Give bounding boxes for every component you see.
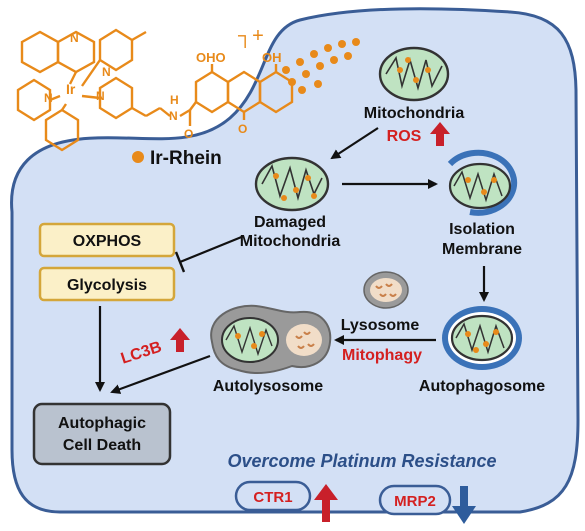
mrp2-down-arrow-icon <box>452 486 476 524</box>
ir-rhein-atom-labels: Ir N N N N H N O O OHO OH ┐+ <box>44 25 282 141</box>
iridium-label: Ir <box>66 81 76 97</box>
oxphos-label: OXPHOS <box>73 233 142 250</box>
oh-label-right: OH <box>262 50 282 65</box>
oh-label-left: OHO <box>196 50 226 65</box>
amide-n-label: N <box>169 109 178 123</box>
compound-name: Ir-Rhein <box>150 148 222 169</box>
rhein-ring-left <box>194 70 230 114</box>
cell-death-label-line1: Autophagic <box>58 415 146 432</box>
lysosome-label: Lysosome <box>341 317 420 334</box>
damaged-label-line2: Mitochondria <box>240 233 341 250</box>
ring-n-label-2: N <box>44 91 53 105</box>
arrow-ros-to-damaged <box>330 127 379 160</box>
pyridine-ring-upper <box>56 30 96 74</box>
arrow-autolysosome-to-death <box>110 354 211 394</box>
compound-uptake-dots <box>282 38 360 94</box>
inhibition-line <box>179 234 245 264</box>
ctr1-up-arrow-icon <box>314 484 338 522</box>
lysosome-structure <box>363 271 409 309</box>
mitochondrion-damaged <box>254 156 330 212</box>
footer-caption: Overcome Platinum Resistance <box>227 451 496 471</box>
mitochondrion-isolation-membrane <box>447 149 518 216</box>
glycolysis-label: Glycolysis <box>67 277 147 294</box>
ros-label: ROS <box>387 128 422 145</box>
autophagosome-structure <box>442 306 522 370</box>
isolation-label-line2: Membrane <box>442 241 522 258</box>
oxphos-box <box>38 222 176 258</box>
damaged-label-line1: Damaged <box>254 214 326 231</box>
amide-o-label: O <box>184 127 193 141</box>
bipyridine-ring-b <box>98 76 134 120</box>
pyridine-ring-lower <box>16 78 52 122</box>
cell-death-box <box>32 402 172 466</box>
ctr1-transporter <box>234 480 312 512</box>
ros-up-arrow-icon <box>430 122 450 146</box>
ring-n-label-3: N <box>102 65 111 79</box>
autolysosome-label: Autolysosome <box>213 378 323 395</box>
ir-rhein-structure <box>16 28 294 152</box>
mitochondrion-intact <box>378 46 450 102</box>
glycolysis-box <box>38 266 176 302</box>
phenyl-ring-upper <box>20 30 60 74</box>
autolysosome-structure <box>210 304 332 374</box>
mrp2-transporter <box>378 484 452 516</box>
quinone-o-label: O <box>238 122 247 136</box>
charge-label: ┐+ <box>238 25 264 48</box>
mrp2-label: MRP2 <box>394 493 436 510</box>
lc3b-up-arrow-icon <box>170 328 190 352</box>
cell-death-label-line2: Cell Death <box>63 437 141 454</box>
bipyridine-ring-a <box>98 28 134 72</box>
compound-dot-icon <box>132 151 144 163</box>
autophagosome-label: Autophagosome <box>419 378 545 395</box>
mitophagy-label: Mitophagy <box>342 347 422 364</box>
ring-n-label-1: N <box>70 31 79 45</box>
ring-n-label-4: N <box>96 89 105 103</box>
isolation-label-line1: Isolation <box>449 221 515 238</box>
amide-h-label: H <box>170 93 179 107</box>
mitochondria-label: Mitochondria <box>364 105 465 122</box>
inhibition-bar-icon <box>174 251 186 273</box>
ctr1-label: CTR1 <box>253 489 292 506</box>
